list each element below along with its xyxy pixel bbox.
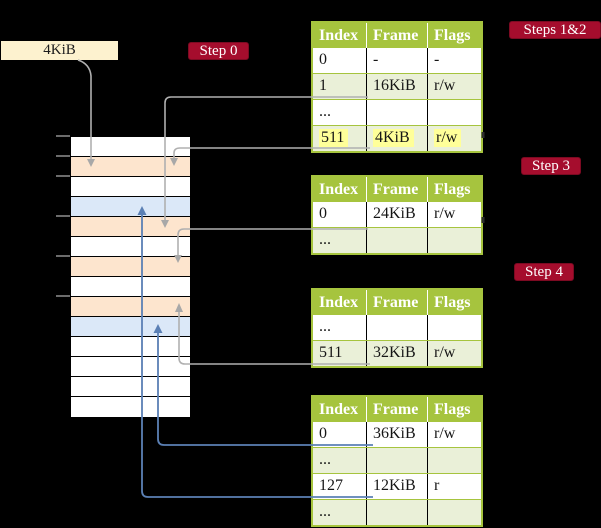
cell-index: ...	[313, 100, 366, 125]
cell-frame: 4KiB	[366, 126, 427, 151]
column-header: Flags	[427, 177, 481, 202]
memory-frame-row	[71, 257, 190, 277]
table-row: 511 32KiB r/w	[313, 340, 481, 366]
cell-frame	[366, 228, 427, 253]
cell-frame	[366, 448, 427, 473]
cell-frame	[366, 315, 427, 340]
table-header-row: Index Frame Flags	[313, 290, 481, 315]
highlight-text: r/w	[434, 129, 462, 147]
cell-frame: 16KiB	[366, 74, 427, 99]
highlight-text: 511	[319, 129, 349, 147]
table-row: ...	[313, 227, 481, 253]
table-row: 0 - -	[313, 48, 481, 73]
column-header: Flags	[427, 397, 481, 422]
cell-flags	[427, 100, 481, 125]
column-header: Index	[319, 27, 359, 44]
cell-flags: r/w	[427, 422, 481, 447]
page-table-step-4-upper: Index Frame Flags ... 511 32KiB r/w	[311, 288, 483, 368]
memory-frame-row	[71, 197, 190, 217]
memory-frame-row	[71, 297, 190, 317]
page-table-step-3: Index Frame Flags 0 24KiB r/w ...	[311, 175, 483, 255]
memory-frame-row	[71, 137, 190, 157]
memory-frame-row	[71, 337, 190, 357]
table-row: 0 36KiB r/w	[313, 422, 481, 447]
cell-index: ...	[313, 500, 366, 525]
badge-step-4: Step 4	[514, 263, 574, 281]
cell-flags	[427, 315, 481, 340]
memory-frame-row	[71, 157, 190, 177]
column-header: Index	[319, 181, 359, 198]
page-table-step-4-lower: Index Frame Flags 0 36KiB r/w ... 127 12…	[311, 395, 483, 527]
table-row: 0 24KiB r/w	[313, 202, 481, 227]
column-header: Frame	[366, 177, 427, 202]
cell-flags: r/w	[427, 74, 481, 99]
cell-index: 1	[313, 74, 366, 99]
table-row: 1 16KiB r/w	[313, 73, 481, 99]
memory-frame-row	[71, 397, 190, 416]
page-size-label: 4KiB	[1, 41, 118, 60]
cell-index: 0	[313, 48, 366, 73]
cell-frame: 24KiB	[366, 202, 427, 227]
cell-index: 511	[313, 126, 366, 151]
column-header: Index	[319, 401, 359, 418]
memory-frame-row	[71, 237, 190, 257]
cell-index: ...	[313, 315, 366, 340]
column-header: Frame	[366, 290, 427, 315]
cell-frame: 32KiB	[366, 341, 427, 366]
memory-frame-row	[71, 317, 190, 337]
cell-flags: r/w	[427, 202, 481, 227]
table-row: 127 12KiB r	[313, 473, 481, 499]
column-header: Index	[319, 294, 359, 311]
cell-flags	[427, 228, 481, 253]
memory-frame-row	[71, 357, 190, 377]
cell-flags: r	[427, 474, 481, 499]
cell-flags: -	[427, 48, 481, 73]
column-header: Frame	[366, 23, 427, 48]
page-table-steps-1-2: Index Frame Flags 0 - - 1 16KiB r/w ... …	[311, 21, 483, 153]
column-header: Flags	[427, 23, 481, 48]
physical-memory-column	[70, 136, 191, 418]
table-row-highlighted: 511 4KiB r/w	[313, 125, 481, 151]
table-header-row: Index Frame Flags	[313, 23, 481, 48]
memory-frame-row	[71, 377, 190, 397]
cell-frame	[366, 500, 427, 525]
badge-steps-1-2: Steps 1&2	[509, 21, 601, 39]
badge-step-0: Step 0	[188, 42, 249, 60]
table-row: ...	[313, 99, 481, 125]
highlight-text: 4KiB	[373, 129, 414, 147]
memory-frame-row	[71, 177, 190, 197]
cell-frame	[366, 100, 427, 125]
memory-address-ticks	[56, 135, 70, 297]
table-header-row: Index Frame Flags	[313, 177, 481, 202]
cell-flags: r/w	[427, 126, 481, 151]
cell-index: 0	[313, 202, 366, 227]
badge-step-3: Step 3	[521, 157, 581, 175]
table-row: ...	[313, 499, 481, 525]
column-header: Frame	[366, 397, 427, 422]
table-row: ...	[313, 447, 481, 473]
cell-frame: -	[366, 48, 427, 73]
table-row: ...	[313, 315, 481, 340]
cell-index: 127	[313, 474, 366, 499]
table-header-row: Index Frame Flags	[313, 397, 481, 422]
cell-flags	[427, 448, 481, 473]
cell-frame: 36KiB	[366, 422, 427, 447]
cell-index: 0	[313, 422, 366, 447]
cell-frame: 12KiB	[366, 474, 427, 499]
memory-frame-row	[71, 217, 190, 237]
cell-flags	[427, 500, 481, 525]
memory-frame-row	[71, 277, 190, 297]
cell-index: ...	[313, 228, 366, 253]
column-header: Flags	[427, 290, 481, 315]
cell-index: ...	[313, 448, 366, 473]
cell-flags: r/w	[427, 341, 481, 366]
cell-index: 511	[313, 341, 366, 366]
